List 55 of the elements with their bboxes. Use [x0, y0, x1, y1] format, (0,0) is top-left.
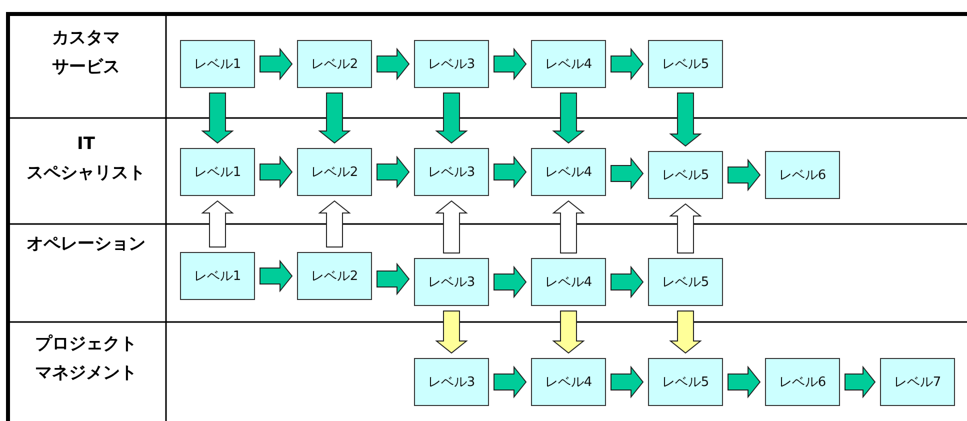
block-arrow	[494, 156, 527, 188]
level-box: レベル4	[531, 258, 606, 306]
block-arrow	[669, 92, 702, 147]
block-arrow	[435, 310, 468, 354]
row-header: ITスペシャリスト	[26, 133, 146, 185]
level-box: レベル2	[297, 40, 372, 88]
block-arrow	[610, 366, 644, 398]
level-box: レベル1	[180, 252, 255, 300]
block-arrow	[260, 260, 293, 292]
level-box: レベル5	[648, 40, 723, 88]
block-arrow	[552, 200, 585, 254]
level-box: レベル1	[180, 40, 255, 88]
level-box: レベル7	[880, 358, 955, 406]
row-header: プロジェクトマネジメント	[35, 333, 137, 385]
block-arrow	[494, 48, 527, 80]
level-box: レベル2	[297, 148, 372, 196]
block-arrow	[376, 262, 410, 296]
level-box: レベル2	[297, 252, 372, 300]
block-arrow	[376, 156, 410, 188]
block-arrow	[201, 92, 234, 144]
level-box: レベル5	[648, 258, 723, 306]
level-box: レベル5	[648, 151, 723, 199]
block-arrow	[494, 366, 527, 398]
level-box: レベル3	[414, 258, 489, 306]
block-arrow	[728, 366, 761, 398]
level-box: レベル5	[648, 358, 723, 406]
block-arrow	[728, 158, 761, 192]
level-box: レベル3	[414, 358, 489, 406]
level-box: レベル3	[414, 40, 489, 88]
level-box: レベル1	[180, 148, 255, 196]
block-arrow	[260, 156, 293, 188]
block-arrow	[844, 366, 876, 398]
block-arrow	[610, 266, 644, 298]
block-arrow	[610, 157, 644, 190]
row-header: オペレーション	[26, 233, 146, 256]
level-box: レベル4	[531, 148, 606, 196]
level-box: レベル6	[765, 358, 840, 406]
block-arrow	[552, 310, 585, 354]
level-box: レベル3	[414, 148, 489, 196]
level-box: レベル4	[531, 40, 606, 88]
block-arrow	[669, 310, 702, 354]
block-arrow	[435, 200, 468, 254]
block-arrow	[318, 200, 351, 248]
block-arrow	[376, 48, 410, 80]
block-arrow	[435, 92, 468, 144]
block-arrow	[552, 92, 585, 144]
level-box: レベル4	[531, 358, 606, 406]
block-arrow	[610, 48, 644, 80]
block-arrow	[201, 200, 234, 248]
block-arrow	[260, 48, 293, 80]
block-arrow	[494, 266, 527, 298]
block-arrow	[669, 203, 702, 254]
block-arrow	[318, 92, 351, 144]
row-header: カスタマサービス	[52, 27, 120, 79]
level-box: レベル6	[765, 151, 840, 199]
